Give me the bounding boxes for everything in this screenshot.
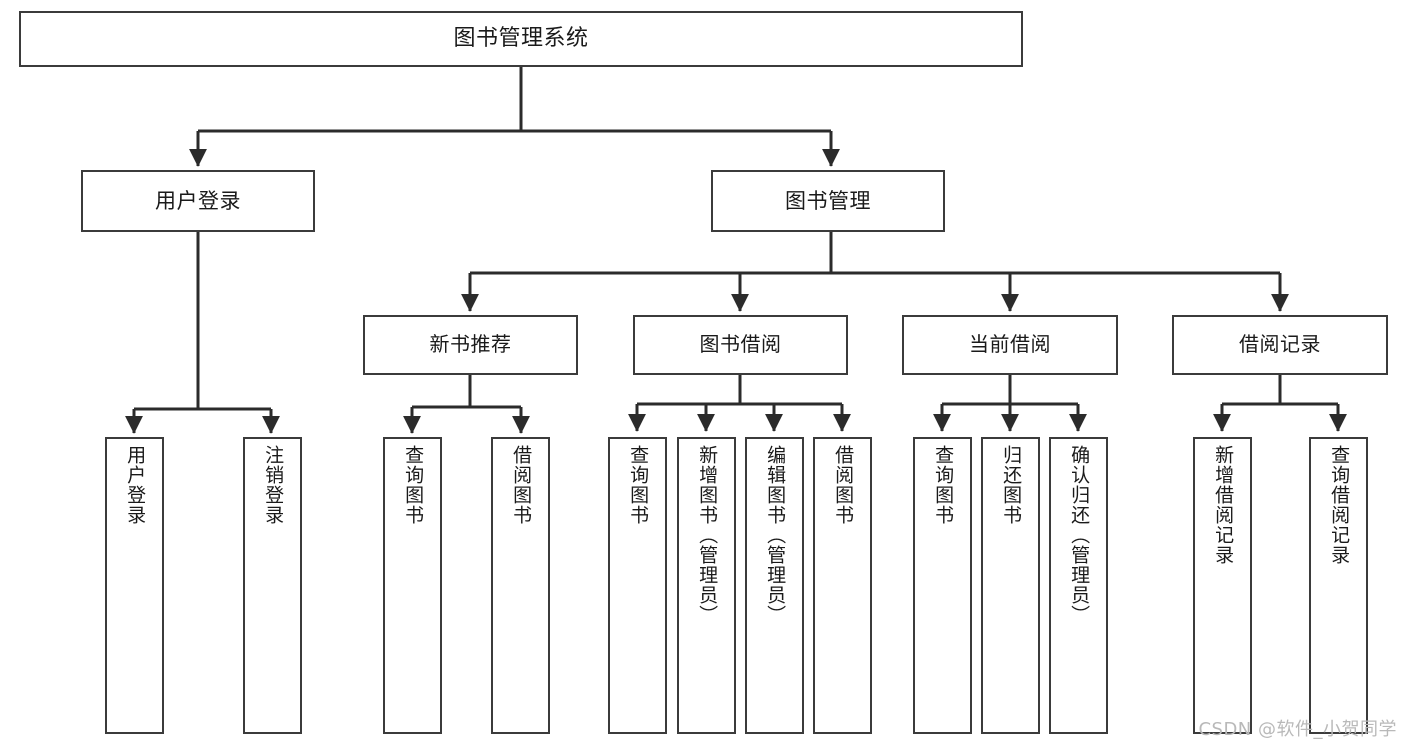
leaf-new-book-query[interactable]: 查询图书 xyxy=(383,437,442,734)
leaf-current-borrow-confirm-label: 确认归还（管理员） xyxy=(1068,445,1091,625)
leaf-user-login-signin[interactable]: 用户登录 xyxy=(105,437,164,734)
leaf-new-book-borrow-label: 借阅图书 xyxy=(510,445,533,525)
leaf-new-book-borrow[interactable]: 借阅图书 xyxy=(491,437,550,734)
node-root-label: 图书管理系统 xyxy=(453,26,589,52)
leaf-current-borrow-return[interactable]: 归还图书 xyxy=(981,437,1040,734)
leaf-user-login-signin-label: 用户登录 xyxy=(124,445,147,525)
node-book-borrow[interactable]: 图书借阅 xyxy=(633,315,848,375)
leaf-new-book-query-label: 查询图书 xyxy=(402,445,425,525)
node-root[interactable]: 图书管理系统 xyxy=(19,11,1023,67)
leaf-borrow-record-query-label: 查询借阅记录 xyxy=(1328,445,1351,565)
leaf-book-borrow-query[interactable]: 查询图书 xyxy=(608,437,667,734)
node-user-login-label: 用户登录 xyxy=(155,188,241,213)
node-current-borrow-label: 当前借阅 xyxy=(969,332,1051,357)
node-book-management[interactable]: 图书管理 xyxy=(711,170,945,232)
csdn-watermark: CSDN @软件_小贺同学 xyxy=(1198,719,1397,740)
leaf-book-borrow-add[interactable]: 新增图书（管理员） xyxy=(677,437,736,734)
leaf-book-borrow-edit[interactable]: 编辑图书（管理员） xyxy=(745,437,804,734)
node-user-login[interactable]: 用户登录 xyxy=(81,170,315,232)
node-book-management-label: 图书管理 xyxy=(785,188,871,213)
node-new-book-recommend[interactable]: 新书推荐 xyxy=(363,315,578,375)
node-borrow-record[interactable]: 借阅记录 xyxy=(1172,315,1388,375)
node-book-borrow-label: 图书借阅 xyxy=(699,332,782,357)
leaf-borrow-record-add-label: 新增借阅记录 xyxy=(1212,445,1235,565)
leaf-user-login-signout[interactable]: 注销登录 xyxy=(243,437,302,734)
leaf-book-borrow-borrow[interactable]: 借阅图书 xyxy=(813,437,872,734)
leaf-current-borrow-confirm[interactable]: 确认归还（管理员） xyxy=(1049,437,1108,734)
leaf-book-borrow-add-label: 新增图书（管理员） xyxy=(696,445,719,625)
leaf-current-borrow-query-label: 查询图书 xyxy=(932,445,955,525)
leaf-book-borrow-borrow-label: 借阅图书 xyxy=(832,445,855,525)
leaf-borrow-record-query[interactable]: 查询借阅记录 xyxy=(1309,437,1368,734)
node-new-book-recommend-label: 新书推荐 xyxy=(429,332,512,357)
leaf-current-borrow-return-label: 归还图书 xyxy=(1000,445,1023,525)
node-current-borrow[interactable]: 当前借阅 xyxy=(902,315,1118,375)
leaf-book-borrow-query-label: 查询图书 xyxy=(627,445,650,525)
leaf-book-borrow-edit-label: 编辑图书（管理员） xyxy=(764,445,787,625)
leaf-borrow-record-add[interactable]: 新增借阅记录 xyxy=(1193,437,1252,734)
leaf-user-login-signout-label: 注销登录 xyxy=(262,445,285,525)
leaf-current-borrow-query[interactable]: 查询图书 xyxy=(913,437,972,734)
node-borrow-record-label: 借阅记录 xyxy=(1239,332,1321,357)
